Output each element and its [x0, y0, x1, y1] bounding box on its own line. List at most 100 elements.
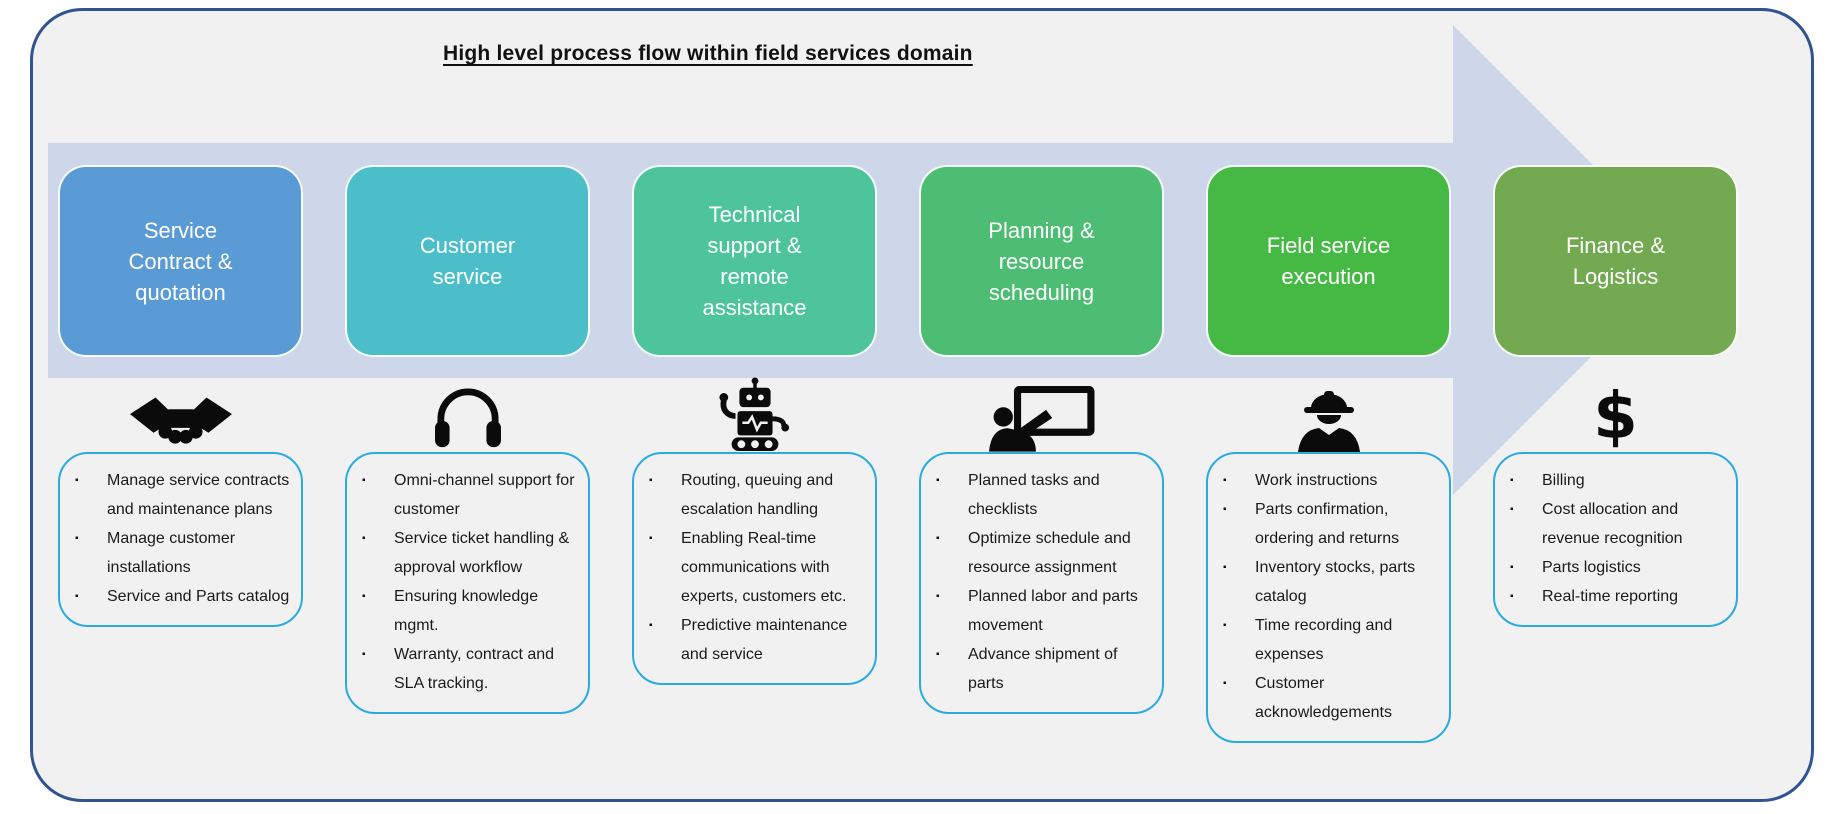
list-item-text: Routing, queuing and escalation handling [681, 472, 834, 518]
list-item: ▪ Planned labor and parts movement [921, 582, 1158, 640]
bullet-icon: ▪ [362, 475, 366, 486]
bullet-icon: ▪ [1223, 504, 1227, 515]
stage-detail-list: ▪ Billing ▪ Cost allocation and revenue rec… [1493, 452, 1738, 627]
list-item: ▪ Time recording and expenses [1208, 611, 1445, 669]
list-item: ▪ Routing, queuing and escalation handlin… [634, 466, 871, 524]
bullet-icon: ▪ [1510, 562, 1514, 573]
list-item: ▪ Optimize schedule and resource assignme… [921, 524, 1158, 582]
list-item: ▪ Advance shipment of parts [921, 640, 1158, 698]
list-item-text: Time recording and expenses [1255, 617, 1393, 663]
stage-label: Technical support & remote assistance [702, 202, 807, 320]
process-stage-column: Field service execution ▪ Work instructio… [1206, 0, 1451, 814]
process-stage-column: Service Contract & quotation ▪ Manage ser… [58, 0, 303, 814]
list-item-text: Work instructions [1255, 472, 1378, 489]
list-item-text: Manage service contracts and maintenance… [107, 472, 290, 518]
stage-box: Planning & resource scheduling [919, 165, 1164, 357]
stage-label: Customer service [419, 233, 516, 289]
bullet-icon: ▪ [1510, 504, 1514, 515]
stage-icon-slot [1206, 376, 1451, 452]
bullet-icon: ▪ [362, 533, 366, 544]
stage-icon-slot [345, 376, 590, 452]
dollar-icon: $ [1593, 380, 1638, 454]
list-item-text: Advance shipment of parts [968, 646, 1118, 692]
list-item: ▪ Work instructions [1208, 466, 1445, 495]
field-worker-icon [1297, 391, 1360, 452]
stage-label: Service Contract & quotation [128, 217, 233, 305]
list-item-text: Billing [1542, 472, 1585, 489]
list-item-text: Planned labor and parts movement [968, 588, 1138, 634]
list-item: ▪Manage service contracts and maintenanc… [60, 466, 297, 524]
list-item: ▪ Service and Parts catalog [60, 582, 297, 611]
bullet-icon: ▪ [649, 533, 653, 544]
bullet-icon: ▪ [1223, 562, 1227, 573]
bullet-icon: ▪ [75, 533, 79, 544]
list-item: ▪ Service ticket handling & approval work… [347, 524, 584, 582]
list-item-text: Service and Parts catalog [107, 588, 290, 605]
bullet-icon: ▪ [1510, 591, 1514, 602]
list-item-text: Parts confirmation, ordering and returns [1255, 501, 1400, 547]
list-item: ▪ Predictive maintenance and service [634, 611, 871, 669]
list-item-text: Cost allocation and revenue recognition [1542, 501, 1683, 547]
bullet-icon: ▪ [1223, 620, 1227, 631]
list-item: ▪Inventory stocks, parts catalog [1208, 553, 1445, 611]
bullet-icon: ▪ [649, 475, 653, 486]
list-item: ▪ Manage customer installations [60, 524, 297, 582]
bullet-icon: ▪ [936, 649, 940, 660]
list-item-text: Omni-channel support for customer [394, 472, 575, 518]
bullet-icon: ▪ [362, 591, 366, 602]
process-stage-column: Finance & Logistics $ ▪ Billing ▪ Cost allo… [1493, 0, 1738, 814]
stage-icon-slot [919, 376, 1164, 452]
stage-box: Finance & Logistics [1493, 165, 1738, 357]
stage-detail-list: ▪ Omni-channel support for customer ▪ Servi… [345, 452, 590, 714]
list-item-text: Warranty, contract and SLA tracking. [394, 646, 555, 692]
stage-detail-list: ▪ Manage service contracts and maintenanc… [58, 452, 303, 627]
bullet-icon: ▪ [1510, 475, 1514, 486]
stage-box: Technical support & remote assistance [632, 165, 877, 357]
bullet-icon: ▪ [1223, 475, 1227, 486]
headphones-icon [434, 388, 501, 448]
diagram-title: High level process flow within field ser… [443, 42, 973, 65]
list-item: ▪ Cost allocation and revenue recognition [1495, 495, 1732, 553]
bullet-icon: ▪ [1223, 678, 1227, 689]
list-item: ▪ Ensuring knowledge mgmt. [347, 582, 584, 640]
list-item: ▪ Enabling Real-time communications with … [634, 524, 871, 611]
list-item: ▪ Billing [1495, 466, 1732, 495]
list-item-text: Predictive maintenance and service [681, 617, 848, 663]
bullet-icon: ▪ [936, 591, 940, 602]
list-item-text: Real-time reporting [1542, 588, 1679, 605]
process-stage-column: Technical support & remote assistance ▪ R… [632, 0, 877, 814]
presentation-whiteboard-icon [988, 386, 1094, 452]
list-item-text: Customer acknowledgements [1255, 675, 1392, 721]
list-item: ▪ Parts logistics [1495, 553, 1732, 582]
bullet-icon: ▪ [75, 591, 79, 602]
list-item: ▪ Planned tasks and checklists [921, 466, 1158, 524]
list-item-text: Service ticket handling & approval workf… [394, 530, 570, 576]
list-item-text: Parts logistics [1542, 559, 1641, 576]
stage-box: Service Contract & quotation [58, 165, 303, 357]
bullet-icon: ▪ [936, 475, 940, 486]
handshake-icon [129, 397, 232, 444]
list-item: ▪ Warranty, contract and SLA tracking. [347, 640, 584, 698]
stage-box: Field service execution [1206, 165, 1451, 357]
bullet-icon: ▪ [362, 649, 366, 660]
stage-box: Customer service [345, 165, 590, 357]
list-item: ▪ Customer acknowledgements [1208, 669, 1445, 727]
stage-detail-list: ▪ Work instructions ▪ Parts confirmation, o… [1206, 452, 1451, 743]
list-item-text: Manage customer installations [107, 530, 236, 576]
stage-icon-slot: $ [1493, 376, 1738, 452]
list-item: ▪ Omni-channel support for customer [347, 466, 584, 524]
process-stage-column: Planning & resource scheduling ▪ Planned … [919, 0, 1164, 814]
stage-label: Finance & Logistics [1565, 233, 1666, 289]
stage-label: Planning & resource scheduling [988, 217, 1095, 305]
list-item-text: Optimize schedule and resource assignmen… [968, 530, 1131, 576]
list-item-text: Ensuring knowledge mgmt. [394, 588, 539, 634]
stage-icon-slot [632, 376, 877, 452]
list-item-text: Planned tasks and checklists [968, 472, 1100, 518]
list-item-text: Enabling Real-time communications with e… [681, 530, 847, 605]
stage-detail-list: ▪ Planned tasks and checklists ▪ Optimize s… [919, 452, 1164, 714]
bullet-icon: ▪ [936, 533, 940, 544]
robot-icon [718, 377, 789, 452]
bullet-icon: ▪ [649, 620, 653, 631]
list-item: ▪ Parts confirmation, ordering and return… [1208, 495, 1445, 553]
